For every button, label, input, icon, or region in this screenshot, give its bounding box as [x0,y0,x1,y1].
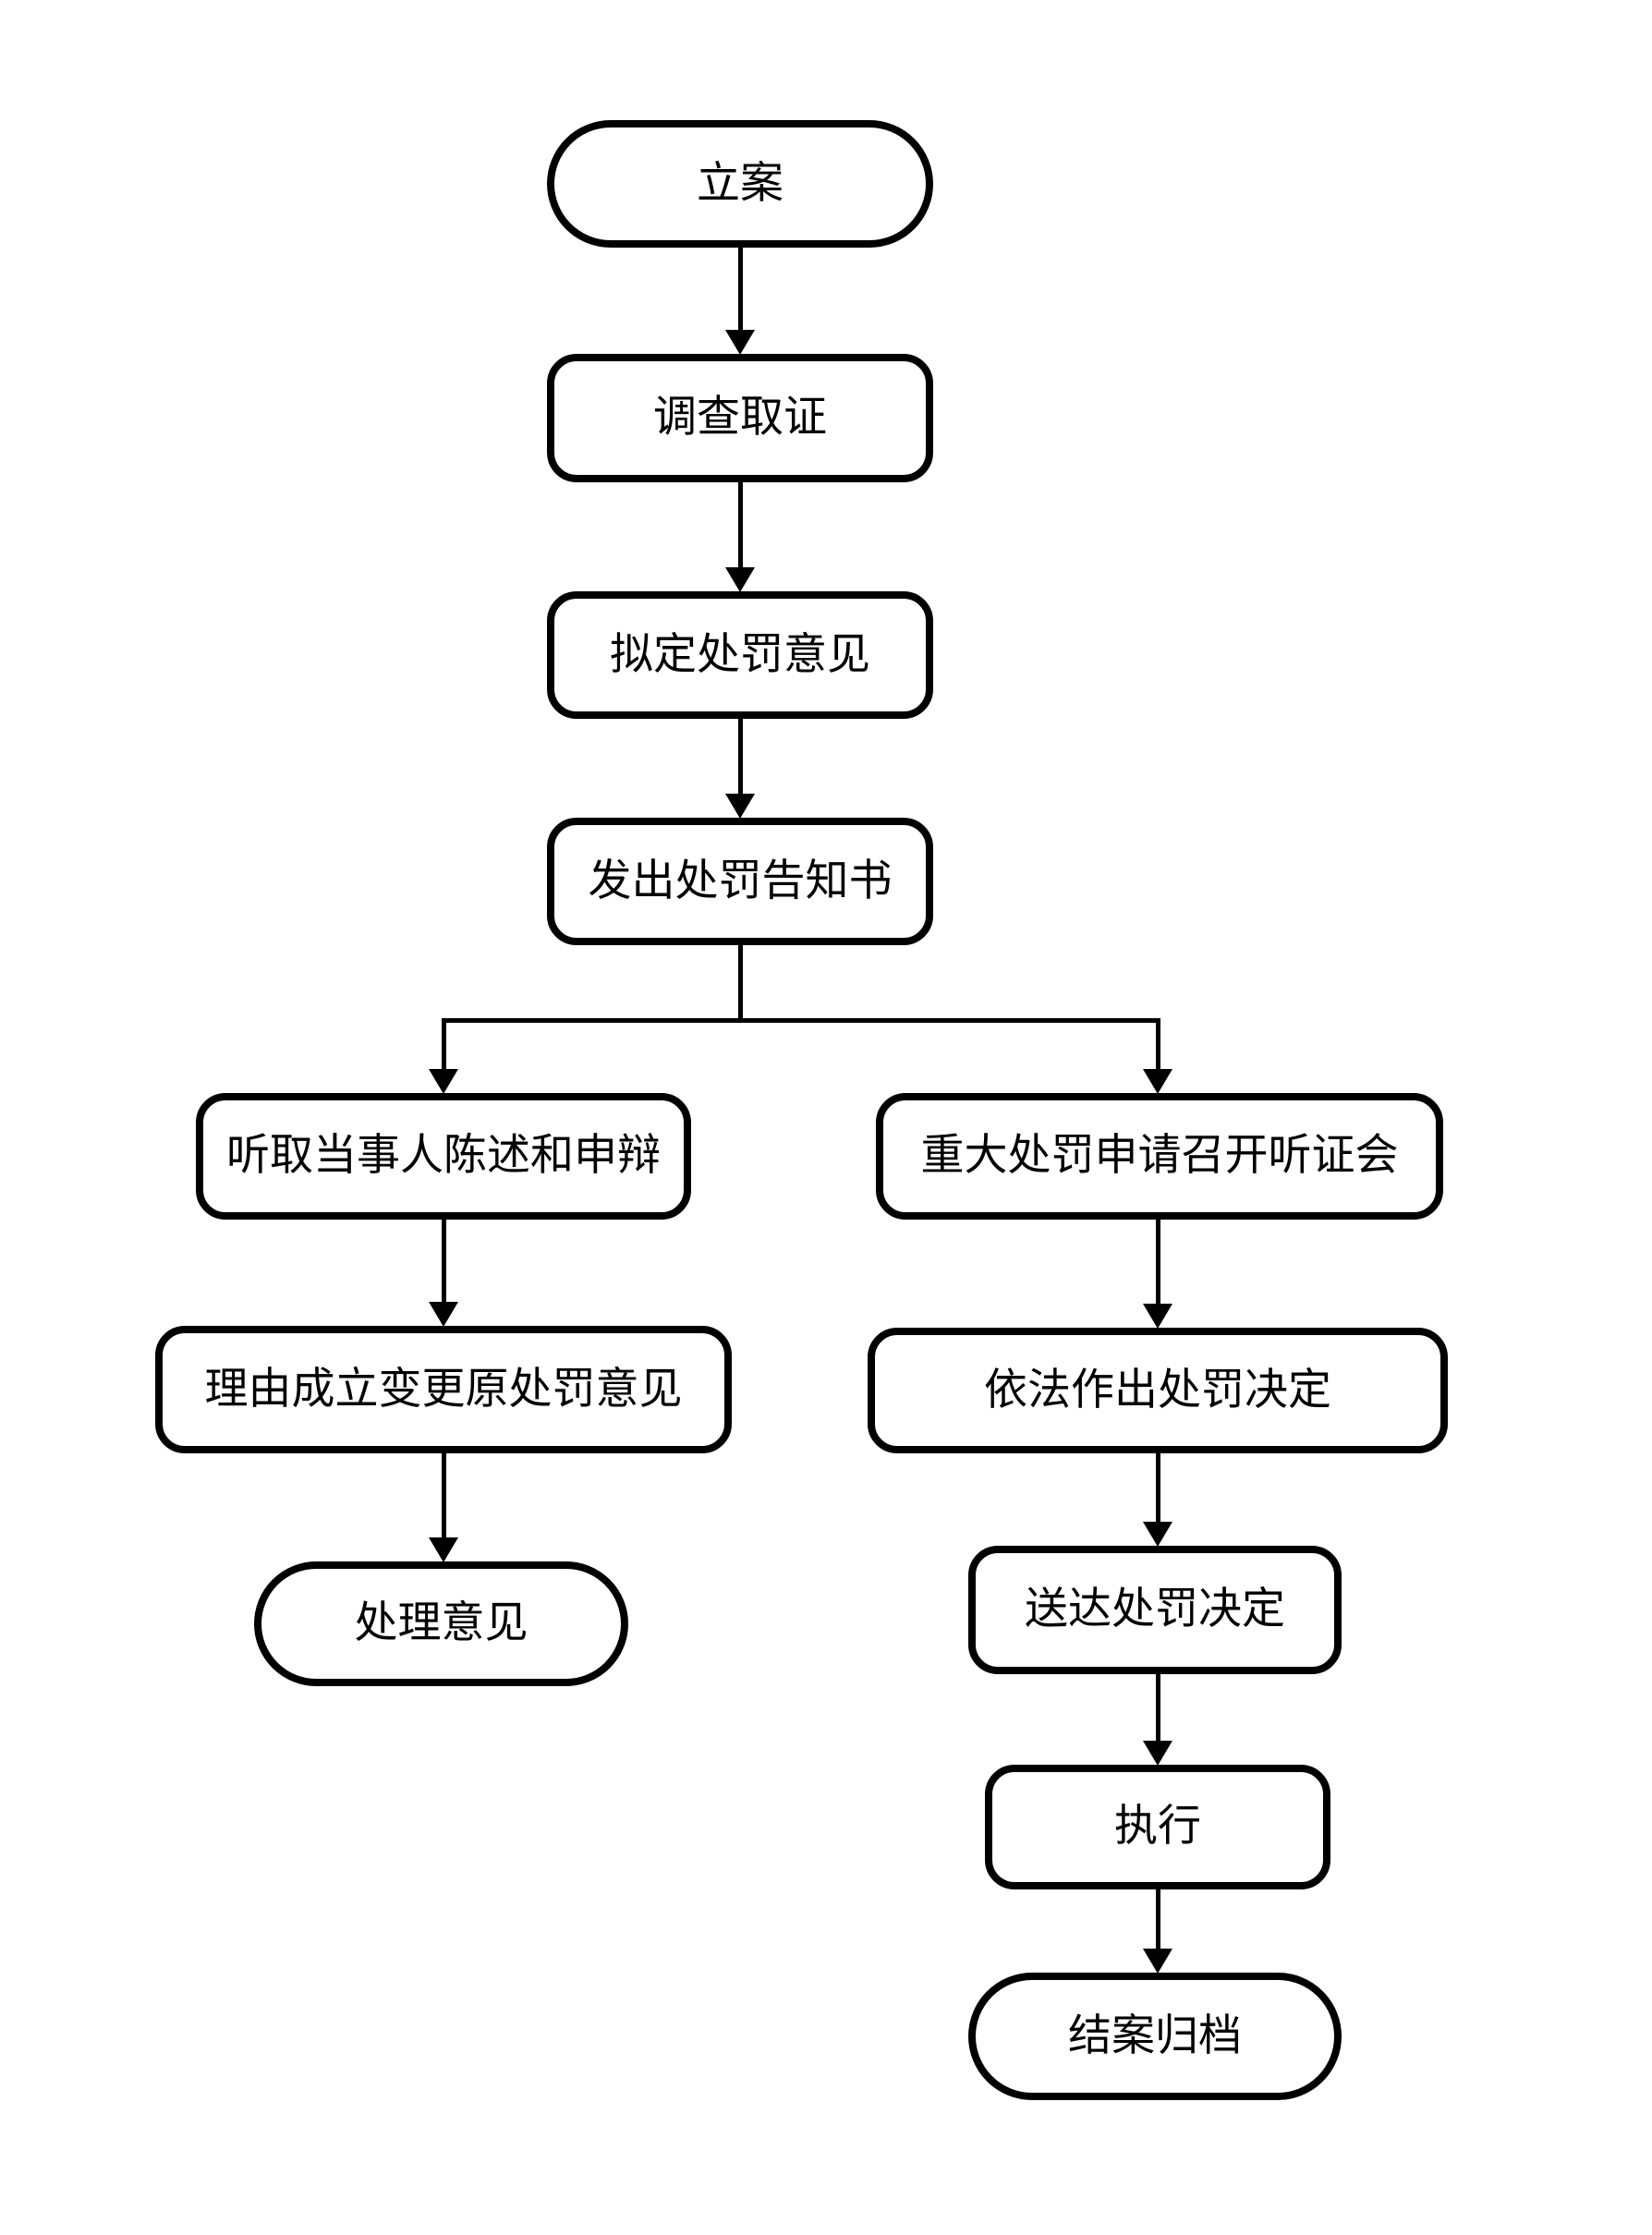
node-hearing: 重大处罚申请召开听证会 [876,1093,1443,1220]
edge-execute-close-case-line [1156,1889,1160,1949]
edge-branch-hearing-line [1156,1018,1160,1069]
edge-investigate-draft-opinion-line [738,482,743,567]
edge-branch-horizontal-line [442,1018,1160,1023]
node-serve-decision: 送达处罚决定 [968,1546,1342,1674]
node-make-decision: 依法作出处罚决定 [868,1328,1448,1453]
edge-hear-statement-change-opinion-arrowhead-icon [429,1302,458,1327]
node-close-case: 结案归档 [968,1973,1342,2100]
edge-branch-hearing-arrowhead-icon [1143,1069,1172,1094]
edge-hearing-make-decision-line [1156,1220,1160,1304]
edge-execute-close-case-arrowhead-icon [1143,1949,1172,1974]
node-change-opinion: 理由成立变更原处罚意见 [155,1326,732,1453]
edge-serve-decision-execute-line [1156,1674,1160,1741]
node-draft-opinion: 拟定处罚意见 [547,591,933,719]
node-start: 立案 [547,120,933,248]
node-investigate: 调查取证 [547,354,933,482]
edge-branch-hear-statement-arrowhead-icon [429,1069,458,1094]
edge-serve-decision-execute-arrowhead-icon [1143,1741,1172,1766]
edge-make-decision-serve-decision-line [1156,1453,1160,1522]
edge-investigate-draft-opinion-arrowhead-icon [725,567,755,592]
node-execute: 执行 [985,1765,1330,1889]
edge-change-opinion-handle-opinion-line [442,1453,446,1537]
edge-hear-statement-change-opinion-line [442,1220,446,1302]
edge-hearing-make-decision-arrowhead-icon [1143,1304,1172,1329]
node-issue-notice: 发出处罚告知书 [547,818,933,945]
node-hear-statement: 听取当事人陈述和申辩 [196,1093,691,1220]
edge-branch-hear-statement-line [442,1018,446,1069]
edge-make-decision-serve-decision-arrowhead-icon [1143,1522,1172,1547]
node-handle-opinion: 处理意见 [254,1561,628,1686]
edge-draft-opinion-issue-notice-arrowhead-icon [725,794,755,819]
edge-issue-notice-branch-stem-line [738,945,743,1023]
edge-draft-opinion-issue-notice-line [738,719,743,794]
edge-change-opinion-handle-opinion-arrowhead-icon [429,1537,458,1562]
edge-start-investigate-arrowhead-icon [725,330,755,355]
edge-start-investigate-line [738,248,743,330]
